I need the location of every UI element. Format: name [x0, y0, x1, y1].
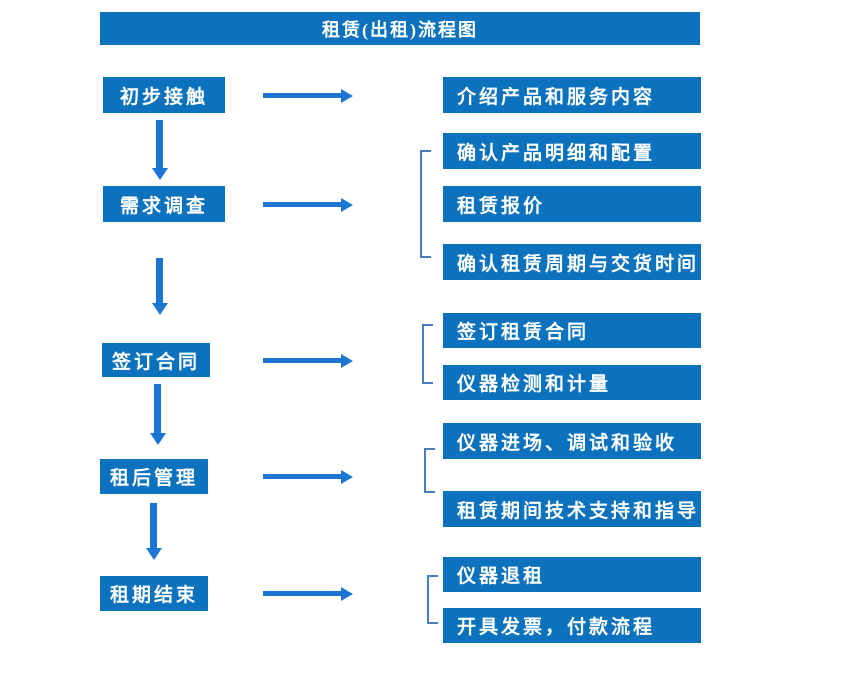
step-box-rental-end: 租期结束: [100, 576, 208, 611]
detail-box-sign-rental-contract: 签订租赁合同: [443, 313, 701, 348]
arrow-right-icon: [263, 591, 341, 596]
page-title: 租赁(出租)流程图: [100, 12, 700, 45]
arrow-down-icon: [154, 384, 161, 433]
detail-box-instrument-arrival: 仪器进场、调试和验收: [443, 423, 701, 459]
detail-box-invoice-payment: 开具发票，付款流程: [443, 608, 701, 643]
bracket-group-demand-survey: [420, 150, 431, 258]
bracket-group-rental-end: [427, 575, 438, 624]
detail-box-instrument-testing: 仪器检测和计量: [443, 365, 701, 400]
detail-box-rental-quote: 租赁报价: [443, 186, 701, 222]
arrow-right-icon: [263, 474, 341, 479]
step-box-demand-survey: 需求调查: [103, 186, 225, 222]
detail-box-confirm-rental-period: 确认租赁周期与交货时间: [443, 244, 701, 280]
detail-box-confirm-product-details: 确认产品明细和配置: [443, 133, 701, 169]
arrow-right-icon: [263, 358, 341, 363]
bracket-group-sign-contract: [422, 324, 433, 384]
arrow-down-icon: [156, 120, 163, 168]
detail-box-instrument-return: 仪器退租: [443, 557, 701, 592]
step-box-sign-contract: 签订合同: [102, 343, 210, 377]
step-box-post-rental-management: 租后管理: [100, 459, 208, 494]
step-box-initial-contact: 初步接触: [103, 77, 225, 113]
detail-box-introduce-products: 介绍产品和服务内容: [443, 77, 701, 113]
arrow-down-icon: [150, 503, 157, 548]
arrow-down-icon: [156, 258, 163, 303]
bracket-group-post-rental: [424, 448, 435, 493]
arrow-right-icon: [263, 93, 341, 98]
detail-box-technical-support: 租赁期间技术支持和指导: [443, 491, 701, 527]
arrow-right-icon: [263, 202, 341, 207]
